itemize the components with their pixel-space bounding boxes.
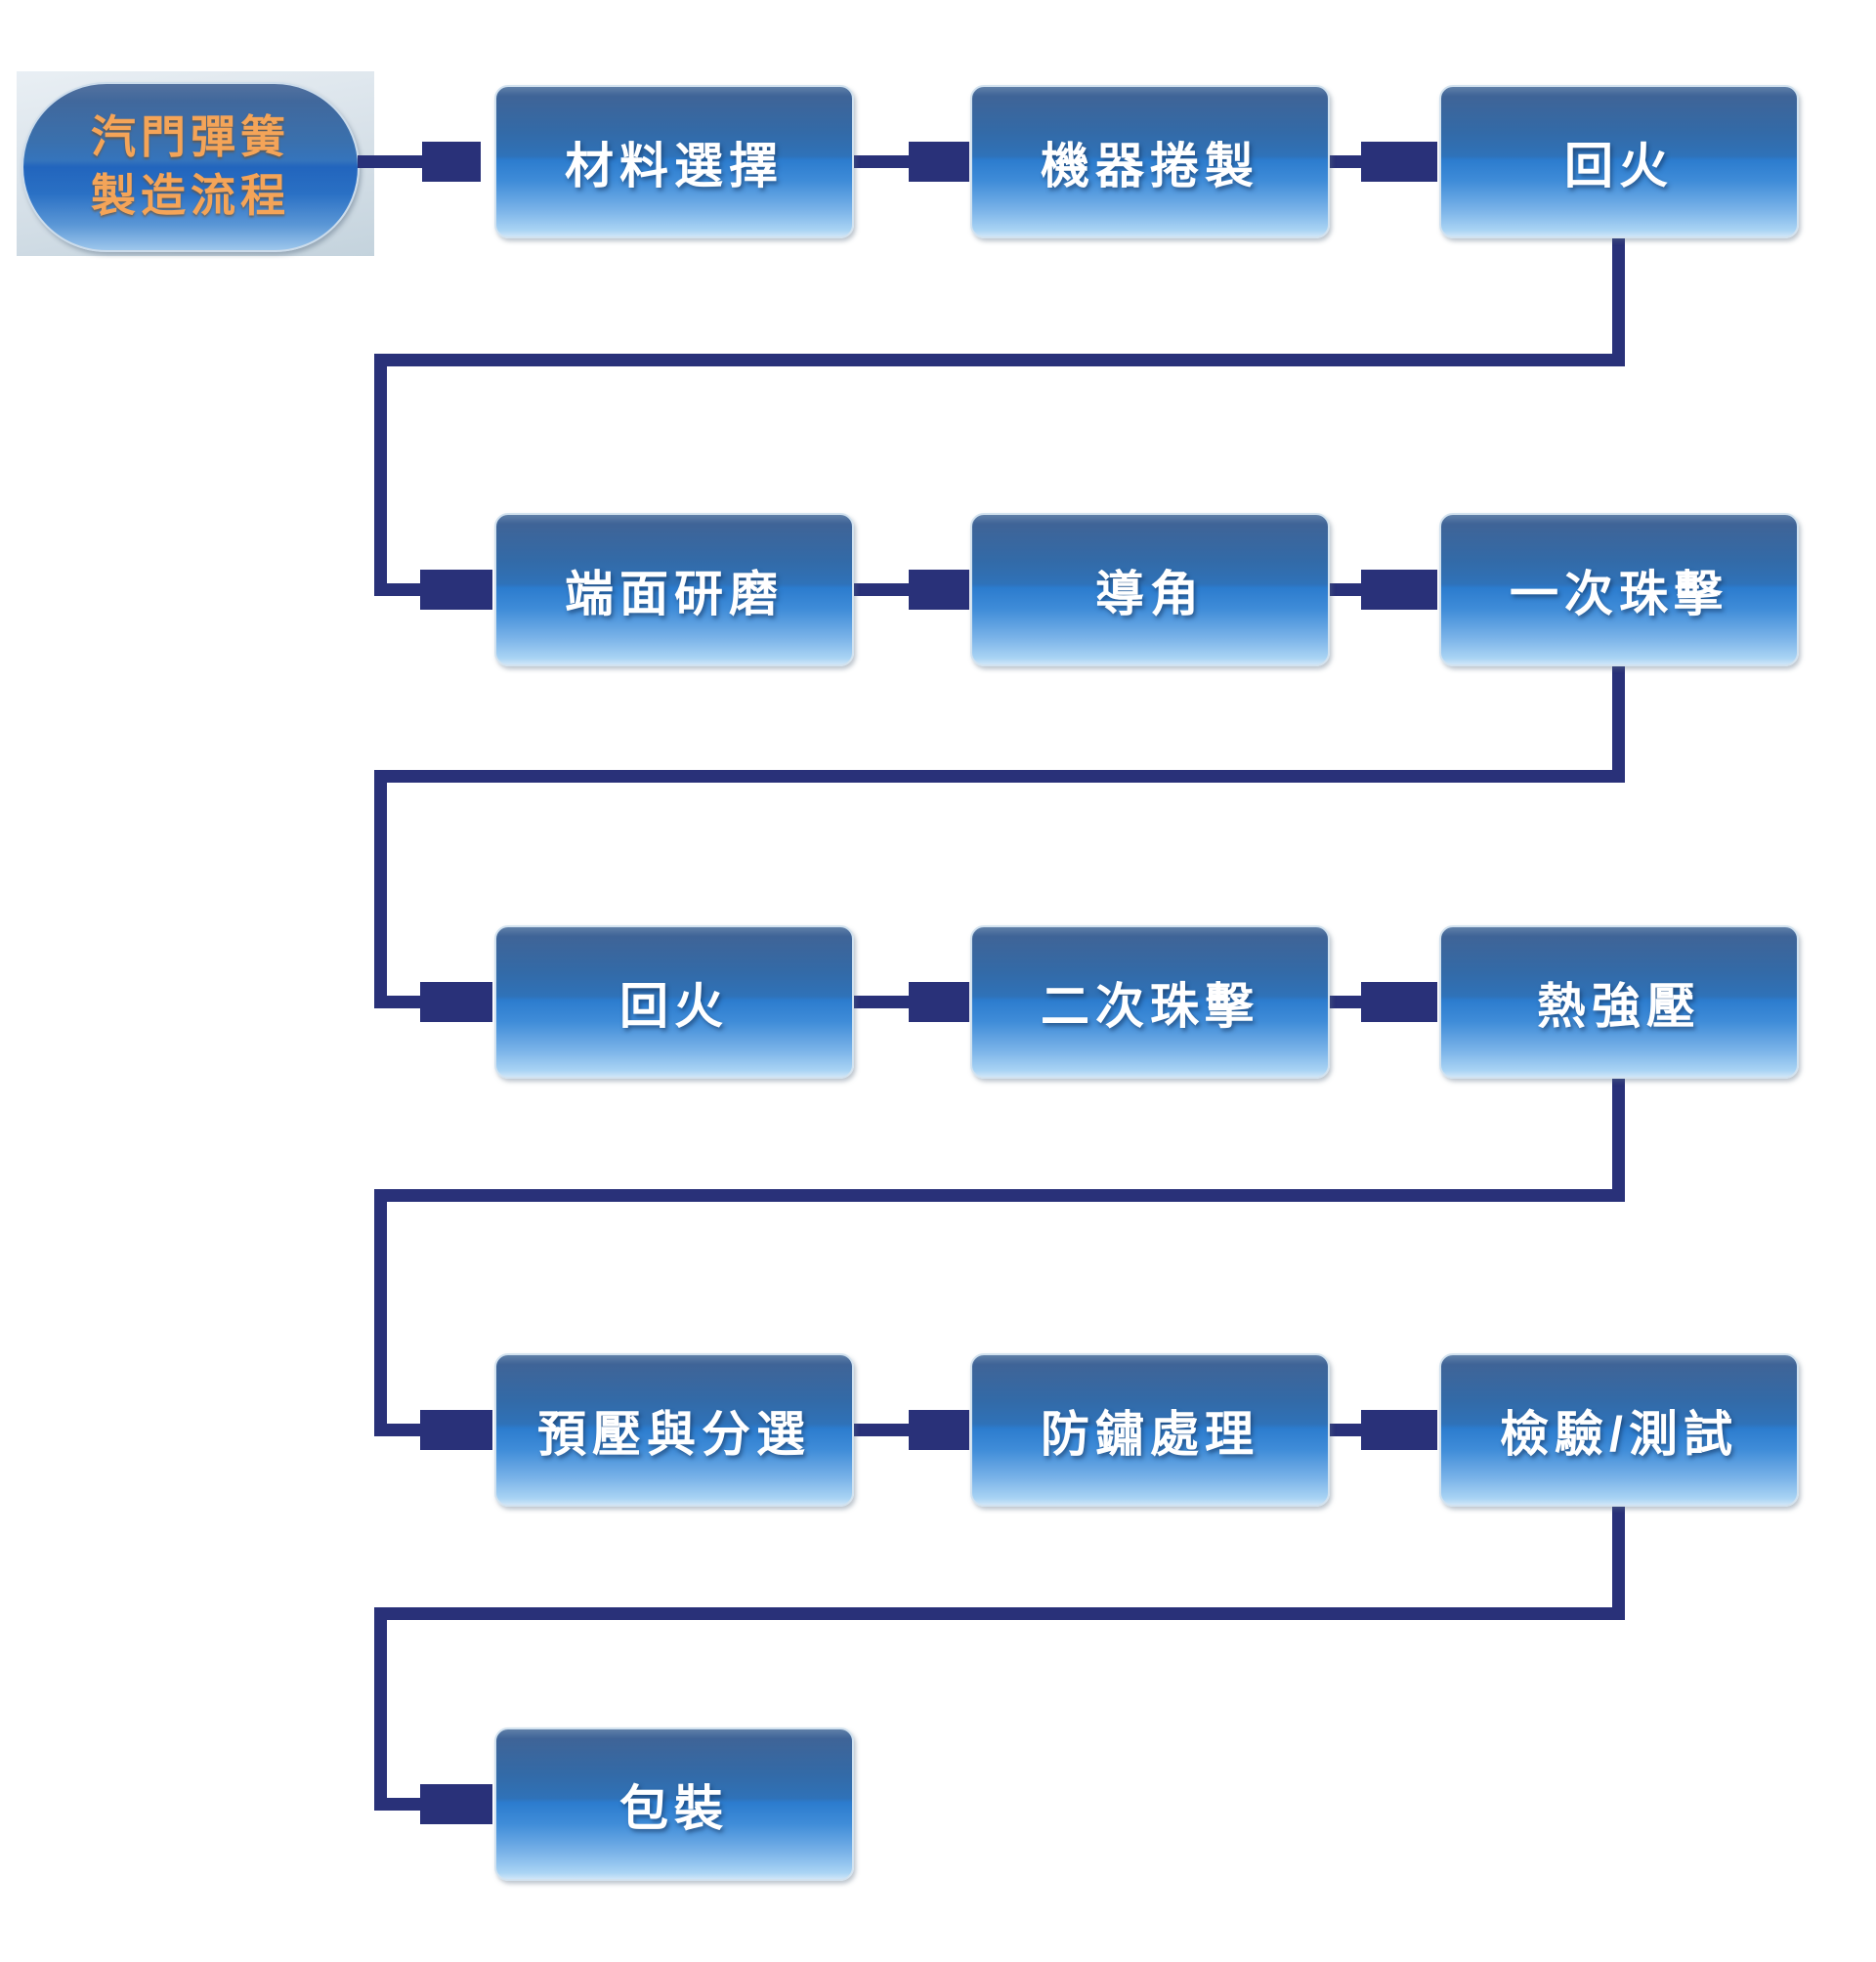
connector-r1a-plug: [909, 142, 969, 182]
connector-e2-line: [374, 996, 420, 1008]
node-label: 回火: [619, 978, 729, 1034]
node-rust-prevention: 防鏽處理: [970, 1353, 1330, 1507]
title-line-1: 汽門彈簧: [91, 111, 290, 163]
connector-r2b-line: [1330, 583, 1361, 596]
connector-e2-drop: [1612, 665, 1625, 783]
node-label: 回火: [1564, 138, 1674, 193]
connector-e3-drop: [1612, 1077, 1625, 1202]
connector-r1b-line: [1330, 155, 1361, 168]
connector-start-line: [358, 155, 422, 168]
node-label: 材料選擇: [565, 138, 784, 193]
node-end-face-grinding: 端面研磨: [494, 513, 854, 666]
title-line-2: 製造流程: [91, 170, 290, 221]
connector-e3-down: [374, 1189, 387, 1436]
connector-r3a-plug: [909, 982, 969, 1022]
node-label: 檢驗/測試: [1500, 1406, 1738, 1462]
node-material-selection: 材料選擇: [494, 85, 854, 238]
node-label: 端面研磨: [565, 566, 784, 621]
node-second-shot-peening: 二次珠擊: [970, 925, 1330, 1079]
connector-r4a-line: [854, 1424, 909, 1436]
connector-r2b-plug: [1361, 570, 1437, 610]
node-first-shot-peening: 一次珠擊: [1439, 513, 1799, 666]
connector-e3-horizontal: [374, 1189, 1625, 1202]
node-label: 導角: [1095, 566, 1205, 621]
connector-r2a-plug: [909, 570, 969, 610]
connector-e1-drop: [1612, 237, 1625, 366]
node-tempering-2: 回火: [494, 925, 854, 1079]
connector-e3-line: [374, 1424, 420, 1436]
connector-e2-down: [374, 770, 387, 1008]
node-label: 熱強壓: [1537, 978, 1701, 1034]
connector-e4-drop: [1612, 1506, 1625, 1620]
node-label: 機器捲製: [1041, 138, 1259, 193]
node-label: 二次珠擊: [1041, 978, 1259, 1034]
connector-e1-down: [374, 354, 387, 596]
node-label: 包裝: [619, 1780, 729, 1836]
node-tempering-1: 回火: [1439, 85, 1799, 238]
connector-r4b-plug: [1361, 1410, 1437, 1450]
connector-e4-line: [374, 1798, 420, 1811]
node-machine-coiling: 機器捲製: [970, 85, 1330, 238]
connector-e2-plug: [420, 982, 492, 1022]
connector-e2-horizontal: [374, 770, 1625, 783]
connector-e1-plug: [420, 570, 492, 610]
connector-r1b-plug: [1361, 142, 1437, 182]
connector-r3b-line: [1330, 996, 1361, 1008]
node-label: 一次珠擊: [1510, 566, 1728, 621]
connector-e4-plug: [420, 1784, 492, 1824]
node-label: 防鏽處理: [1041, 1406, 1259, 1462]
connector-r3b-plug: [1361, 982, 1437, 1022]
connector-r3a-line: [854, 996, 909, 1008]
connector-r2a-line: [854, 583, 909, 596]
connector-e1-line: [374, 583, 420, 596]
node-packaging: 包裝: [494, 1727, 854, 1881]
node-presetting-and-sorting: 預壓與分選: [494, 1353, 854, 1507]
node-chamfering: 導角: [970, 513, 1330, 666]
node-label: 預壓與分選: [537, 1406, 811, 1462]
node-inspection-testing: 檢驗/測試: [1439, 1353, 1799, 1507]
connector-start-plug: [422, 142, 481, 182]
connector-e1-horizontal: [374, 354, 1625, 366]
connector-e4-horizontal: [374, 1607, 1625, 1620]
connector-e4-down: [374, 1607, 387, 1811]
node-start-title: 汽門彈簧 製造流程: [21, 82, 360, 252]
connector-r1a-line: [854, 155, 909, 168]
connector-r4a-plug: [909, 1410, 969, 1450]
connector-r4b-line: [1330, 1424, 1361, 1436]
connector-e3-plug: [420, 1410, 492, 1450]
node-hot-press-setting: 熱強壓: [1439, 925, 1799, 1079]
